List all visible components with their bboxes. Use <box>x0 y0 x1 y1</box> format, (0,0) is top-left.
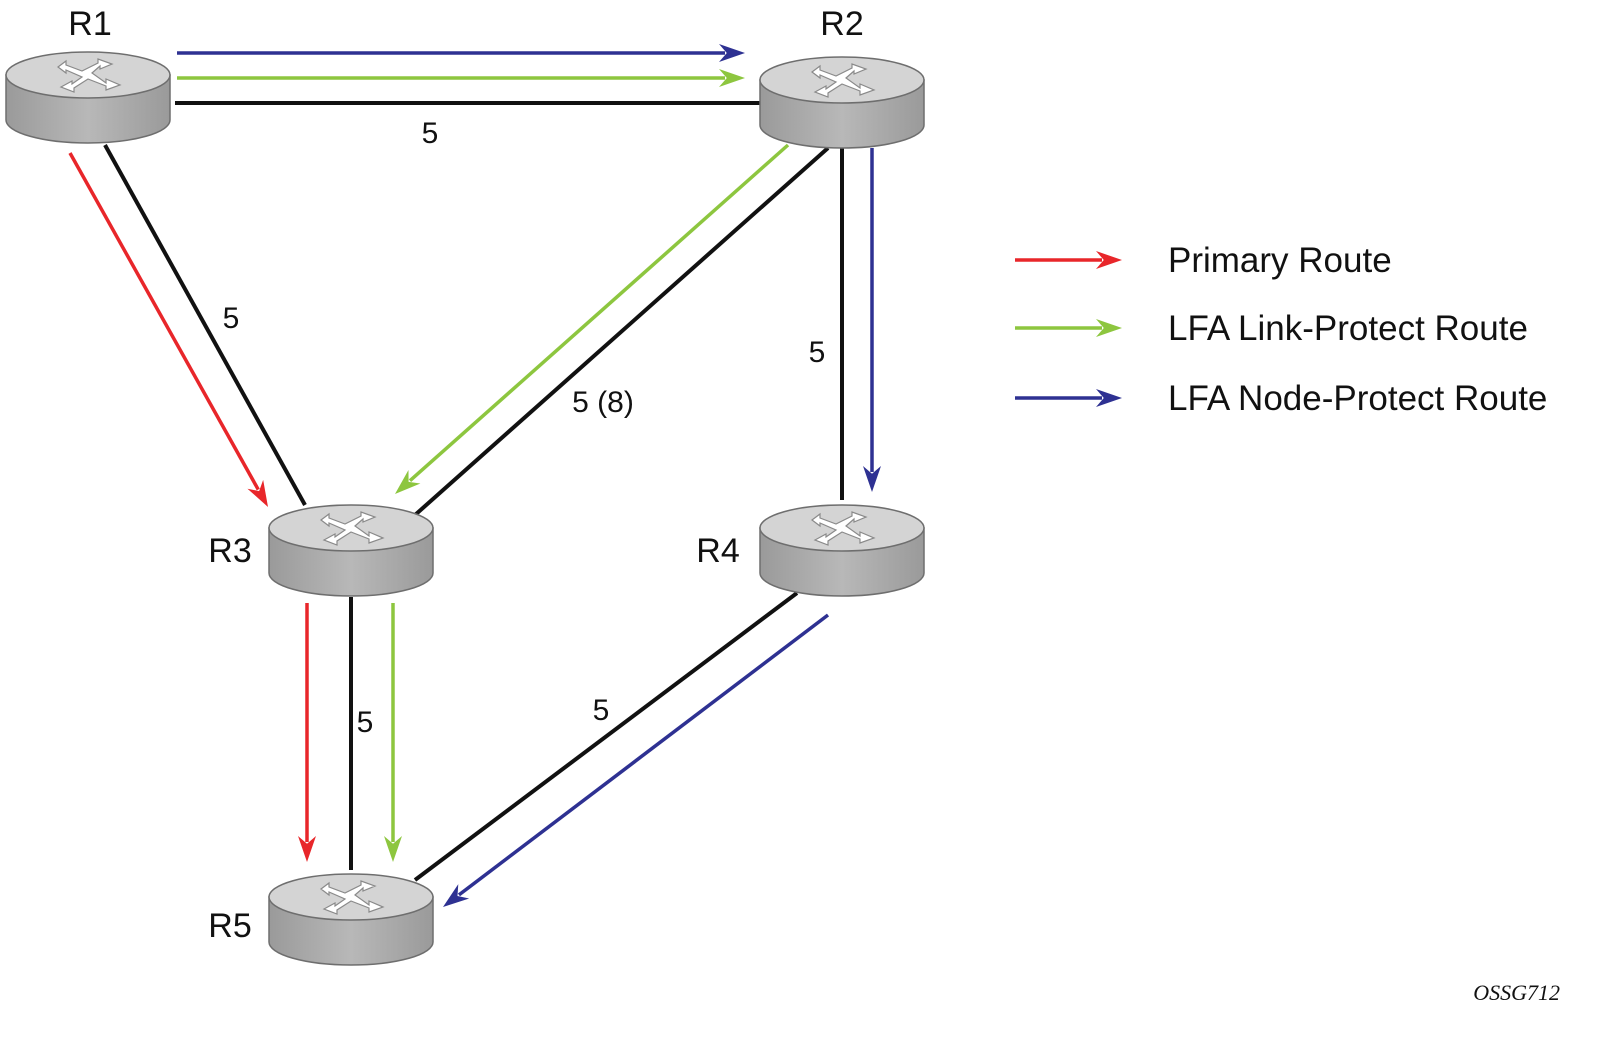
legend-label: LFA Link-Protect Route <box>1168 309 1528 348</box>
router-r2[interactable]: R2 <box>759 5 925 149</box>
router-label: R5 <box>208 907 251 945</box>
router-r3[interactable]: R3 <box>208 504 434 597</box>
route-node-protect <box>177 44 881 907</box>
link-metric: 5 <box>357 706 374 739</box>
router-label: R4 <box>696 532 739 570</box>
link-r2-r4: 5 <box>809 148 844 500</box>
link-metric: 5 (8) <box>572 386 634 419</box>
link-metric: 5 <box>422 117 439 150</box>
legend-label: Primary Route <box>1168 241 1392 280</box>
link-metric: 5 <box>809 336 826 369</box>
router-icon <box>5 51 171 144</box>
link-metric: 5 <box>223 302 240 335</box>
legend-arrow-icon <box>1015 251 1122 269</box>
link-r4-r5: 5 <box>413 591 799 882</box>
route-arrow <box>384 603 402 862</box>
route-arrow <box>177 44 745 62</box>
route-link-protect <box>177 69 790 862</box>
router-label: R1 <box>68 5 111 43</box>
link-r3-r5: 5 <box>349 597 374 870</box>
router-label: R3 <box>208 532 251 570</box>
router-r4[interactable]: R4 <box>696 504 925 597</box>
legend-arrow-icon <box>1015 389 1122 407</box>
link-r1-r2: 5 <box>175 101 760 150</box>
legend-label: LFA Node-Protect Route <box>1168 379 1547 418</box>
router-icon <box>268 504 434 597</box>
legend-arrow-icon <box>1015 319 1122 337</box>
figure-id: OSSG712 <box>1473 980 1560 1005</box>
router-r1[interactable]: R1 <box>5 5 171 144</box>
router-icon <box>759 56 925 149</box>
router-icon <box>759 504 925 597</box>
route-arrow <box>68 152 268 507</box>
link-r1-r3: 5 <box>103 144 307 506</box>
legend-item-primary: Primary Route <box>1015 241 1392 280</box>
router-r5[interactable]: R5 <box>208 873 434 966</box>
route-arrow <box>863 148 881 492</box>
link-line <box>413 591 799 882</box>
router-label: R2 <box>820 5 863 43</box>
legend-item-node-protect: LFA Node-Protect Route <box>1015 379 1547 418</box>
route-primary <box>68 152 316 862</box>
router-icon <box>268 873 434 966</box>
route-arrow <box>443 613 830 907</box>
route-arrow <box>298 603 316 862</box>
link-line <box>103 144 307 506</box>
route-arrow <box>395 143 790 494</box>
link-line <box>413 146 830 517</box>
link-r2-r3: 5 (8) <box>413 146 830 517</box>
link-metric: 5 <box>593 694 610 727</box>
route-arrow <box>177 69 745 87</box>
legend-item-link-protect: LFA Link-Protect Route <box>1015 309 1528 348</box>
